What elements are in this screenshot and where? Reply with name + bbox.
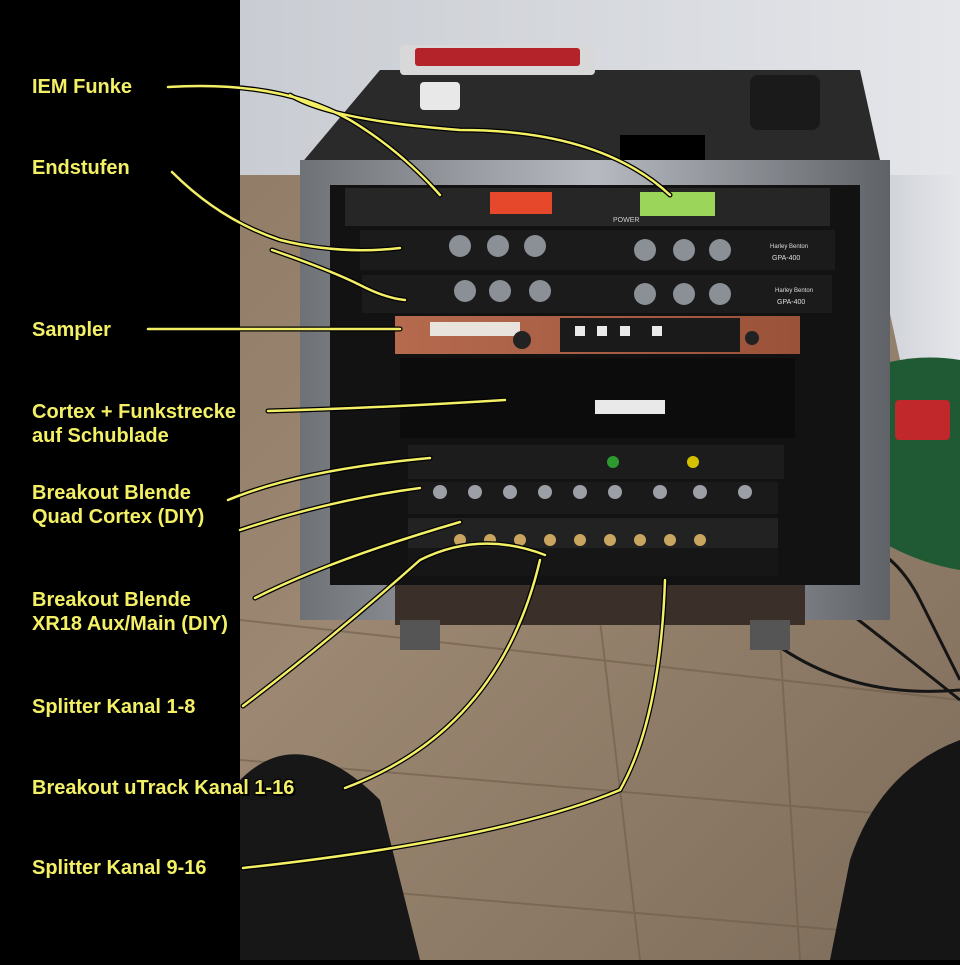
arrow-breakout-qc-1 xyxy=(226,456,432,502)
arrow-endstufen-1 xyxy=(170,170,402,252)
label-sampler: Sampler xyxy=(32,319,111,341)
red-device xyxy=(895,400,950,440)
label-breakout-qc-line2: Quad Cortex (DIY) xyxy=(32,506,205,528)
label-panel xyxy=(0,0,240,960)
label-utrack: Breakout uTrack Kanal 1-16 xyxy=(32,777,295,799)
arrow-breakout-xr18 xyxy=(253,520,462,600)
label-breakout-qc: Breakout Blende Quad Cortex (DIY) xyxy=(32,481,204,529)
amp-model-1: GPA-400 xyxy=(772,255,800,262)
arrow-cortex xyxy=(266,398,507,413)
amp-brand-2: Harley Benton xyxy=(775,288,813,294)
arrow-endstufen-2 xyxy=(270,248,407,302)
label-cortex: Cortex + Funkstrecke auf Schublade xyxy=(32,400,236,448)
rack-case: POWER Harley Benton GPA-400 Harley Bento… xyxy=(300,45,890,650)
label-cortex-line2: auf Schublade xyxy=(32,425,169,447)
label-breakout-xr18-line1: Breakout Blende xyxy=(32,589,191,611)
arrow-splitter-1-8 xyxy=(241,542,547,708)
label-cortex-line1: Cortex + Funkstrecke xyxy=(32,401,236,423)
arrow-breakout-qc-2 xyxy=(238,486,422,532)
power-text: POWER xyxy=(613,217,639,224)
amp-model-2: GPA-400 xyxy=(777,299,805,306)
arrows xyxy=(146,84,672,870)
label-splitter-9-16: Splitter Kanal 9-16 xyxy=(32,857,207,879)
arrow-utrack xyxy=(343,558,542,790)
right-leg xyxy=(830,740,960,960)
arrow-iem-1 xyxy=(166,84,442,197)
arrow-splitter-9-16 xyxy=(241,578,667,870)
arrow-iem-2 xyxy=(288,93,672,197)
label-breakout-xr18-line2: XR18 Aux/Main (DIY) xyxy=(32,613,228,635)
label-iem-funke: IEM Funke xyxy=(32,76,133,98)
label-breakout-xr18: Breakout Blende XR18 Aux/Main (DIY) xyxy=(32,588,228,636)
amp-brand-1: Harley Benton xyxy=(770,244,808,250)
label-splitter-1-8: Splitter Kanal 1-8 xyxy=(32,696,196,718)
label-endstufen: Endstufen xyxy=(32,157,130,179)
label-breakout-qc-line1: Breakout Blende xyxy=(32,482,191,504)
